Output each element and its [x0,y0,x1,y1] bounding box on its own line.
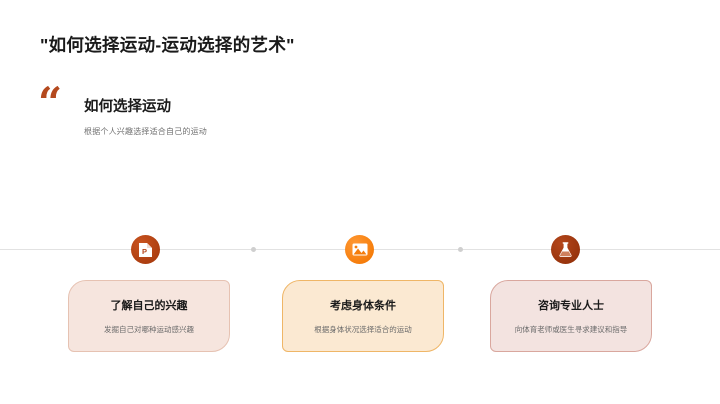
flask-beaker-icon [558,241,573,258]
powerpoint-file-icon: P [138,242,153,258]
card-step-2[interactable]: 考虑身体条件 根据身体状况选择适合的运动 [282,280,444,352]
card-title: 考虑身体条件 [330,299,396,312]
image-picture-icon [352,243,368,256]
card-step-1[interactable]: 了解自己的兴趣 发掘自己对哪种运动感兴趣 [68,280,230,352]
card-description: 发掘自己对哪种运动感兴趣 [104,324,194,334]
timeline-dot-2 [458,247,463,252]
page-title: "如何选择运动-运动选择的艺术" [40,35,295,55]
quote-heading: 如何选择运动 [84,99,171,115]
timeline-node-2[interactable] [345,235,374,264]
timeline-node-3[interactable] [551,235,580,264]
quote-mark-icon: “ [38,78,63,127]
card-description: 根据身体状况选择适合的运动 [314,324,412,334]
card-description: 向体育老师或医生寻求建议和指导 [514,324,628,334]
card-step-3[interactable]: 咨询专业人士 向体育老师或医生寻求建议和指导 [490,280,652,352]
timeline-node-1[interactable]: P [131,235,160,264]
svg-text:P: P [142,247,147,256]
quote-subtitle: 根据个人兴趣选择适合自己的运动 [84,127,207,136]
card-title: 咨询专业人士 [538,299,604,312]
timeline-dot-1 [251,247,256,252]
card-title: 了解自己的兴趣 [110,299,188,312]
